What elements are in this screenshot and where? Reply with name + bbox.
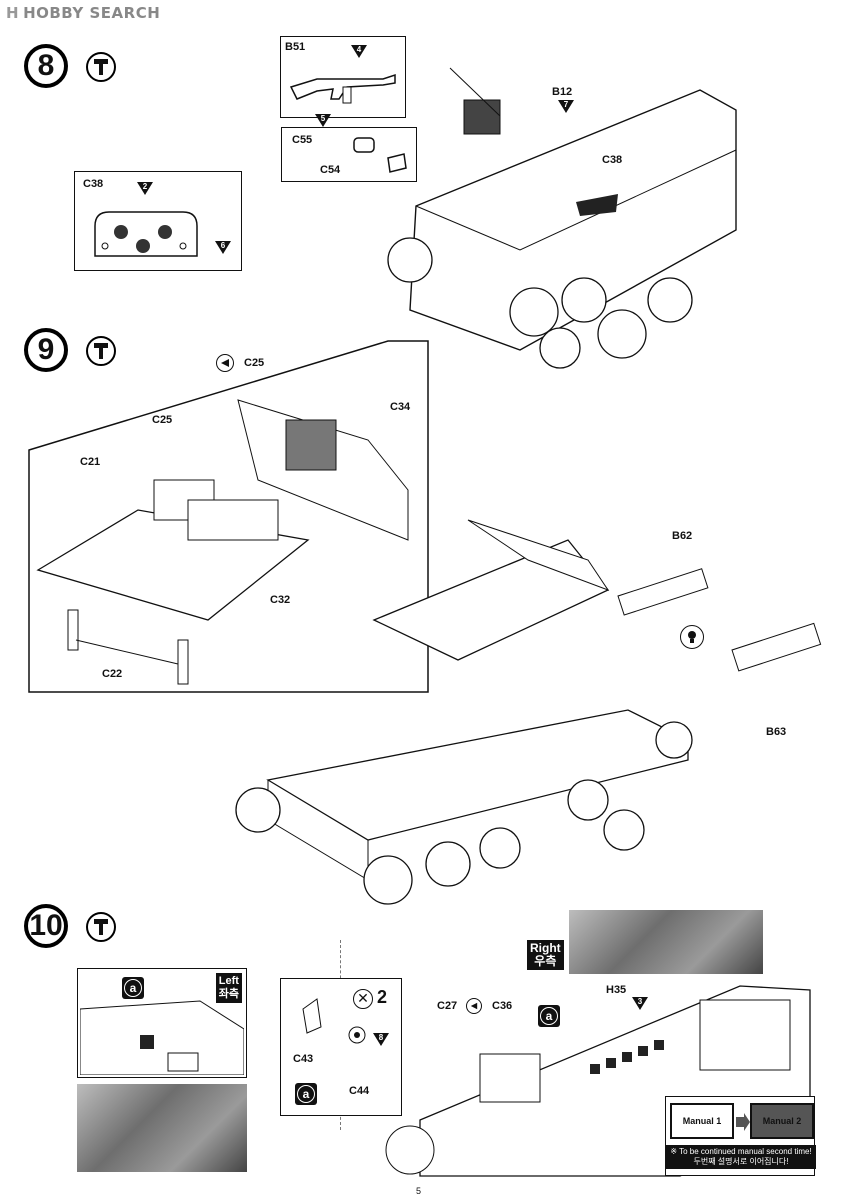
watermark: H HOBBY SEARCH <box>6 4 160 22</box>
manual-2-book: Manual 2 <box>750 1103 814 1139</box>
step-10-number: 10 <box>24 904 68 948</box>
right-photo <box>569 910 763 974</box>
cement-icon <box>86 336 116 366</box>
step-8-number: 8 <box>24 44 68 88</box>
view-icon <box>216 354 234 372</box>
marker-a: a <box>295 1083 317 1105</box>
page-number: 5 <box>416 1186 422 1196</box>
inset-gun-b51: B51 4 5 <box>280 36 406 127</box>
marker-a-letter: a <box>297 1085 315 1103</box>
headlight-drawing <box>353 137 407 173</box>
part-label-c32: C32 <box>270 594 291 606</box>
arrow-right-icon <box>736 1113 750 1131</box>
part-label-c21: C21 <box>80 456 101 468</box>
cement-icon <box>86 52 116 82</box>
marker-number: 7 <box>563 100 569 109</box>
marker-number: 4 <box>356 45 362 54</box>
watermark-brand: HOBBY SEARCH <box>23 4 161 22</box>
marker-triangle: 3 <box>632 997 648 1010</box>
step-9-hull-drawing <box>235 519 822 905</box>
inset-lights: C55 C54 <box>281 127 417 182</box>
interior-left-drawing <box>80 1000 244 1075</box>
marker-a: a <box>122 977 144 999</box>
left-tag-ko: 좌측 <box>218 988 239 1000</box>
marker-triangle: 7 <box>558 100 574 113</box>
inset-panel-c38: C38 2 6 <box>74 171 242 271</box>
cement-icon <box>86 912 116 942</box>
part-label-c44: C44 <box>349 1085 370 1097</box>
part-label-b12: B12 <box>552 86 573 98</box>
part-label-c54: C54 <box>320 164 341 176</box>
left-photo <box>77 1084 247 1172</box>
part-label-c43: C43 <box>293 1053 314 1065</box>
part-label-c34: C34 <box>390 401 411 413</box>
right-side-tag: Right 우측 <box>527 940 564 970</box>
left-side-tag: Left 좌측 <box>215 973 242 1003</box>
part-label-b63: B63 <box>766 726 787 738</box>
part-label-c55: C55 <box>292 134 313 146</box>
quantity: 2 <box>377 987 388 1007</box>
marker-triangle: 2 <box>137 182 153 195</box>
left-tag-en: Left <box>218 975 239 987</box>
marker-number: 6 <box>220 241 226 250</box>
tommy-gun-drawing <box>289 73 396 104</box>
step-9-inset-frame <box>28 340 429 693</box>
marker-a-letter: a <box>540 1007 558 1025</box>
part-label-c22: C22 <box>102 668 123 680</box>
manual-note: ※ To be continued manual second time! 두번… <box>666 1145 816 1169</box>
step-8-hull-drawing <box>387 67 737 369</box>
qty-x-icon: ✕ <box>353 989 373 1009</box>
manual-note-en: ※ To be continued manual second time! <box>670 1147 812 1156</box>
part-label-c27: C27 <box>437 1000 458 1012</box>
manual-continue-box: Manual 1 Manual 2 ※ To be continued manu… <box>665 1096 816 1176</box>
part-label-b62: B62 <box>672 530 693 542</box>
manual-1-book: Manual 1 <box>670 1103 734 1139</box>
marker-triangle: 5 <box>315 114 331 127</box>
step-9-number: 9 <box>24 328 68 372</box>
part-label-c25-top: C25 <box>244 357 265 369</box>
marker-a-letter: a <box>124 979 142 997</box>
marker-triangle: 8 <box>373 1033 389 1046</box>
marker-a: a <box>538 1005 560 1027</box>
manual-note-ko: 두번째 설명서로 이어집니다! <box>693 1157 789 1166</box>
right-tag-en: Right <box>530 941 561 955</box>
marker-number: 2 <box>142 182 148 191</box>
watermark-logo: H <box>6 4 20 22</box>
bracket-drawing <box>302 998 366 1044</box>
part-label-c25-left: C25 <box>152 414 173 426</box>
marker-number: 8 <box>378 1033 384 1042</box>
part-label-b51: B51 <box>285 41 306 53</box>
marker-number: 5 <box>320 114 326 123</box>
instrument-panel-drawing <box>94 211 198 257</box>
inset-left-drawing: Left 좌측 a <box>77 968 247 1078</box>
part-label-c38-main: C38 <box>602 154 623 166</box>
view-icon <box>466 998 482 1014</box>
inset-parts-c43-c44: ✕ 2 8 C43 a C44 <box>280 978 402 1116</box>
right-tag-ko: 우측 <box>534 954 557 968</box>
marker-triangle: 6 <box>215 241 231 254</box>
part-label-c38: C38 <box>83 178 104 190</box>
marker-number: 3 <box>637 997 643 1006</box>
part-label-h35: H35 <box>606 984 627 996</box>
lightbulb-icon <box>680 625 704 649</box>
part-label-c36: C36 <box>492 1000 513 1012</box>
marker-triangle: 4 <box>351 45 367 58</box>
